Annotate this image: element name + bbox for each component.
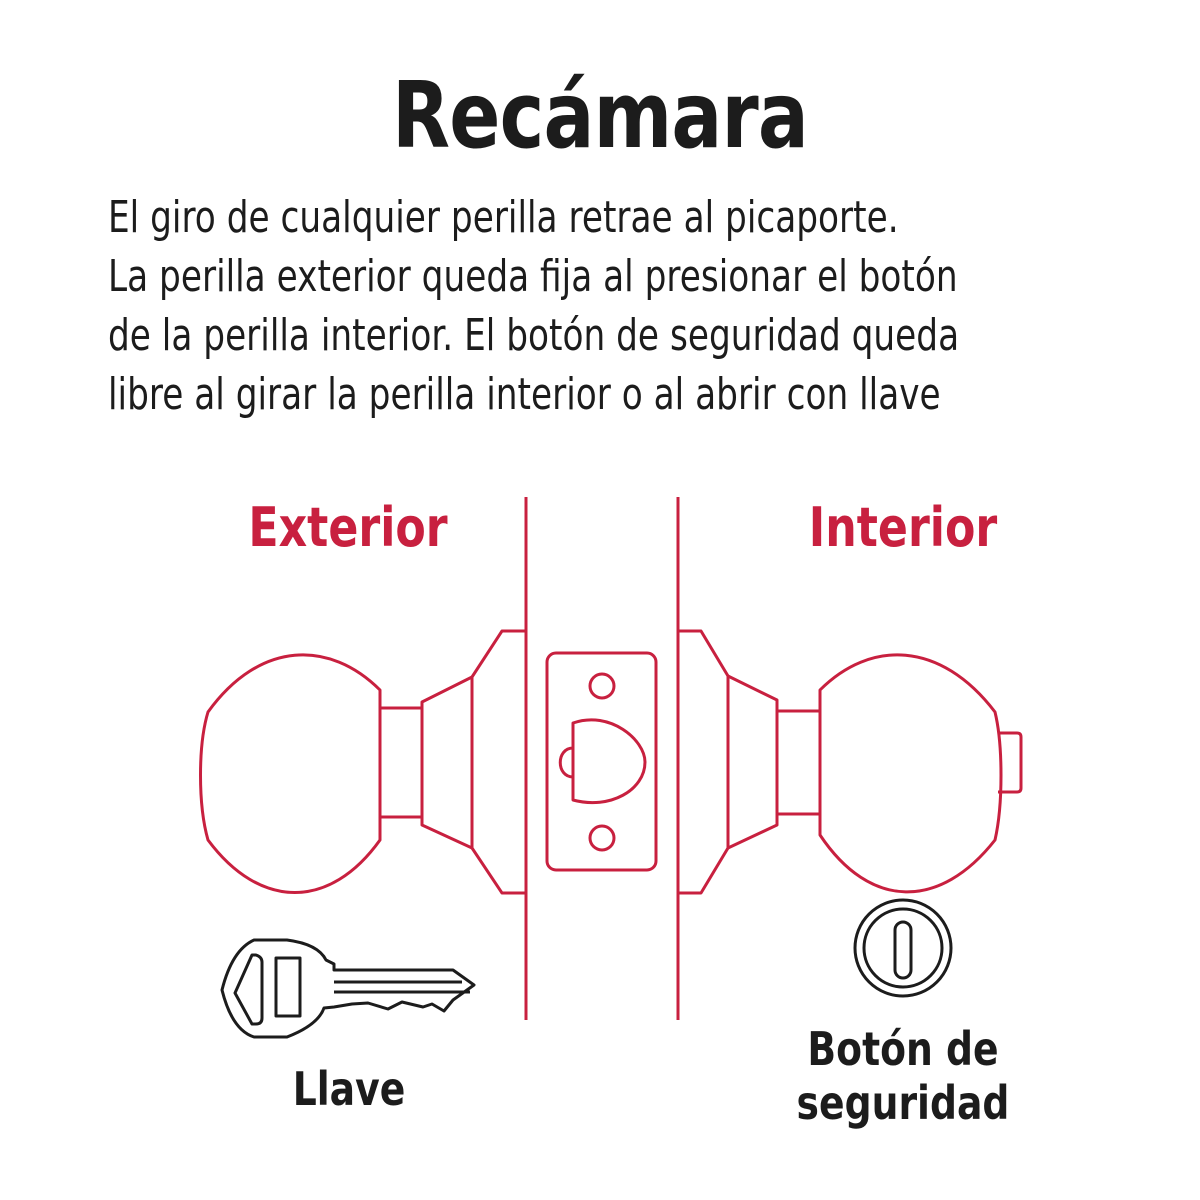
- key-icon: [220, 938, 476, 1039]
- description-line: La perilla exterior queda fija al presio…: [108, 251, 958, 302]
- security-button-label-line2: seguridad: [796, 1076, 1010, 1130]
- security-button-label: Botón de seguridad: [772, 1022, 1034, 1130]
- description-line: El giro de cualquier perilla retrae al p…: [108, 192, 899, 243]
- key-label: Llave: [292, 1062, 406, 1116]
- latch-faceplate-icon: [545, 651, 658, 872]
- page-title: Recámara: [392, 62, 809, 169]
- exterior-knob: [199, 629, 526, 895]
- description-line: libre al girar la perilla interior o al …: [108, 369, 941, 420]
- push-button: [998, 731, 1023, 794]
- interior-label: Interior: [808, 496, 998, 559]
- exterior-label: Exterior: [248, 496, 448, 559]
- description-line: de la perilla interior. El botón de segu…: [108, 310, 960, 361]
- description: El giro de cualquier perilla retrae al p…: [108, 188, 966, 424]
- interior-knob: [678, 629, 1023, 895]
- security-button-label-line1: Botón de: [807, 1022, 999, 1076]
- security-button-icon: [853, 898, 953, 998]
